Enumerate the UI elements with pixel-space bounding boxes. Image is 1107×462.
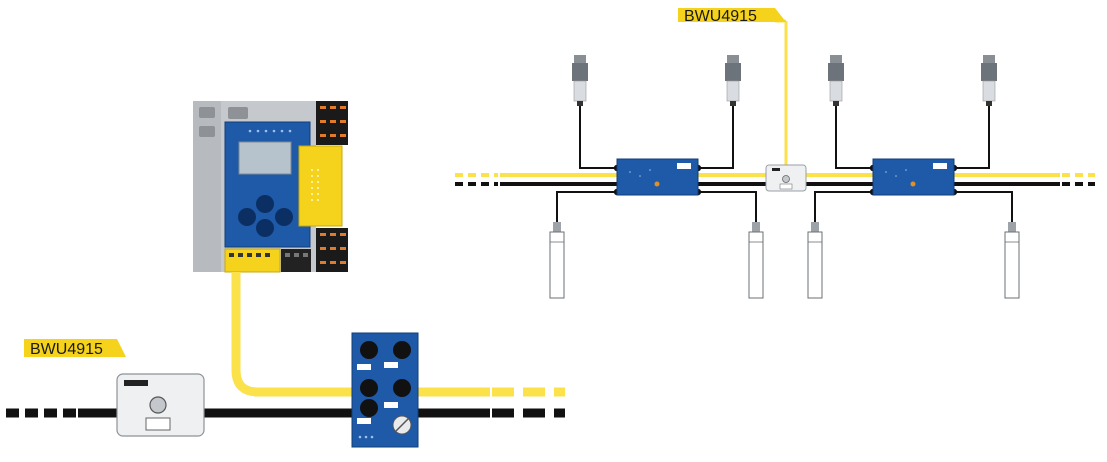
inductive-sensor-icon [572, 55, 588, 106]
cylinder-sensor-icon [1004, 222, 1020, 299]
bwu4915-top-module [765, 19, 807, 192]
as-i-field-module-icon [351, 332, 419, 448]
tube-sensors [549, 222, 1020, 299]
inductive-sensor-icon [828, 55, 844, 106]
cylinder-sensor-icon [748, 222, 764, 299]
as-i-gateway-icon [193, 101, 348, 273]
bottom-sensor-wires [556, 188, 1013, 222]
inductive-sensor-icon [725, 55, 741, 106]
top-sensors [572, 55, 997, 106]
top-module-tag-text: BWU4915 [684, 8, 757, 25]
bwu4915-left-module [116, 373, 205, 437]
as-i-field-module-icon [872, 158, 955, 196]
left-module-tag: BWU4915 [24, 339, 126, 358]
inductive-sensor-icon [981, 55, 997, 106]
controller-yellow-cable [231, 272, 360, 397]
cylinder-sensor-icon [807, 222, 823, 299]
top-module-tag: BWU4915 [678, 8, 786, 25]
as-i-field-module-icon [616, 158, 699, 196]
cylinder-sensor-icon [549, 222, 565, 299]
left-module-tag-text: BWU4915 [30, 341, 103, 358]
